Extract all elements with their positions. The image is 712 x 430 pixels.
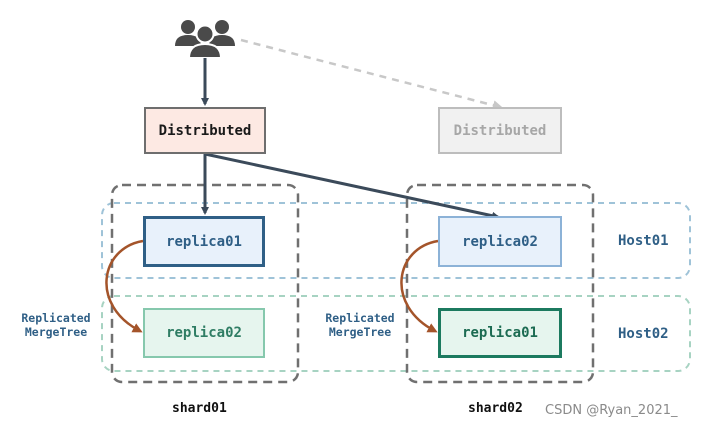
shard02-label: shard02 (468, 401, 523, 416)
watermark-text: CSDN @Ryan_2021_ (545, 403, 678, 418)
shard01-replication-arrow (105, 239, 144, 333)
shard02-replica-host01: replica02 (438, 216, 562, 267)
shard01-replica-host02-label: replica02 (166, 325, 242, 341)
shard02-replication-arrow (400, 239, 439, 333)
distributed-table-ghost-node: Distributed (438, 107, 562, 154)
users-to-ghost-distributed-arrow (240, 38, 503, 111)
distributed-table-ghost-label: Distributed (453, 122, 547, 139)
shard02-group (405, 183, 595, 384)
shard02-replica-host02: replica01 (438, 308, 562, 358)
distributed-to-shard02-arrow (204, 152, 500, 220)
shard02-replica-host01-label: replica02 (462, 233, 538, 250)
shard01-replica-host01-label: replica01 (166, 233, 242, 250)
host02-band (101, 295, 691, 372)
host02-label: Host02 (618, 326, 669, 342)
replicated-mergetree-label-left: Replicated MergeTree (21, 311, 91, 339)
host01-label: Host01 (618, 233, 669, 249)
shard01-label: shard01 (172, 401, 227, 416)
shard01-replica-host01: replica01 (143, 216, 265, 267)
host01-band (101, 202, 691, 279)
shard02-replica-host02-label: replica01 (462, 325, 538, 341)
users-icon (175, 20, 235, 59)
distributed-table-label: Distributed (158, 122, 252, 139)
shard01-replica-host02: replica02 (143, 308, 265, 358)
distributed-table-node: Distributed (144, 107, 266, 154)
replicated-mergetree-label-right: Replicated MergeTree (325, 311, 395, 339)
